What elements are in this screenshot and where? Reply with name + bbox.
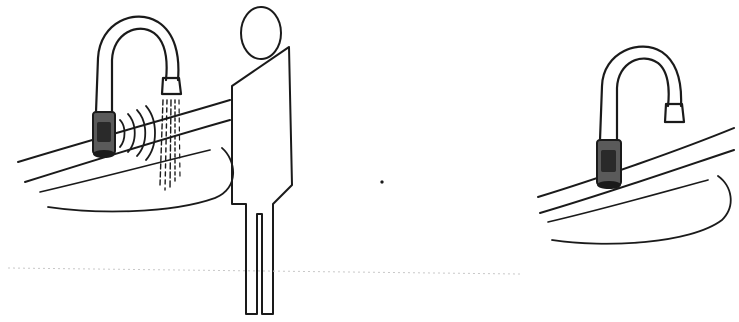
left-panel-active-faucet <box>18 7 292 314</box>
center-dot <box>380 180 383 183</box>
left-faucet <box>93 17 181 158</box>
right-faucet <box>597 47 684 189</box>
right-sensor-window <box>601 150 616 172</box>
right-panel-idle-faucet <box>538 47 734 244</box>
left-sink-counter <box>18 100 233 211</box>
left-water-stream <box>160 100 180 190</box>
person-silhouette <box>232 7 292 314</box>
baseline-speckle <box>8 268 520 274</box>
left-sensor-window <box>97 122 111 142</box>
person-head <box>241 7 281 59</box>
right-sink-counter <box>538 128 734 244</box>
person-body <box>232 47 292 314</box>
